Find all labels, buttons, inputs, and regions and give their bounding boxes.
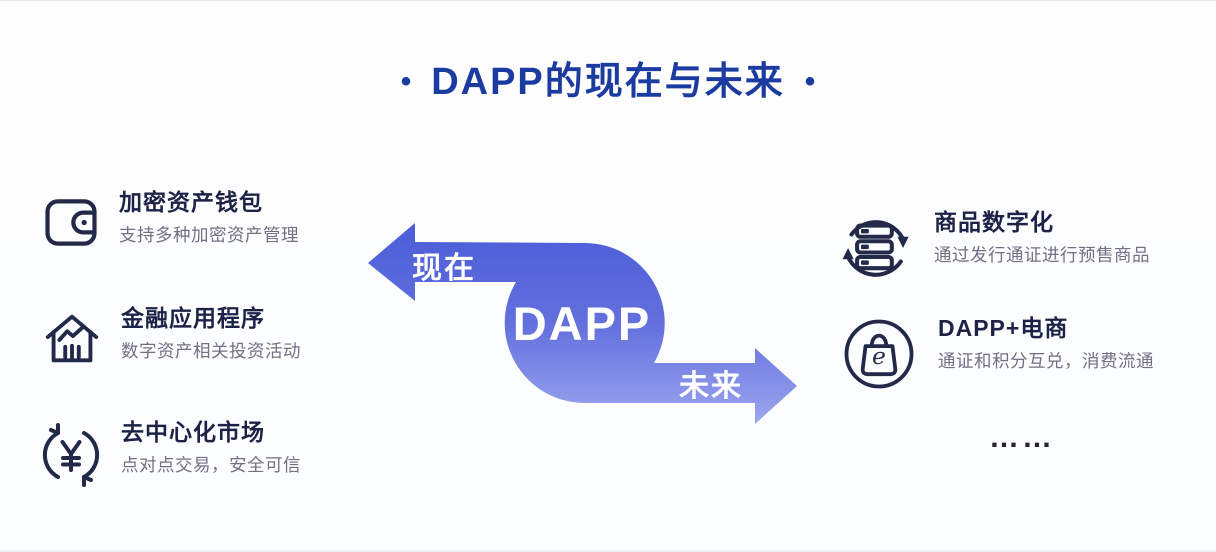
page-title-text: DAPP的现在与未来 [431, 61, 785, 103]
feature-title: 商品数字化 [934, 209, 1054, 235]
dapp-flow-diagram: 现在 DAPP 未来 [368, 223, 797, 424]
page-title: • DAPP的现在与未来 • [0, 63, 1216, 101]
server-cycle-icon [838, 211, 912, 285]
feature-title: 去中心化市场 [121, 419, 265, 445]
feature-subtitle: 通证和积分互兑，消费流通 [938, 351, 1154, 371]
now-arrow-label: 现在 [412, 252, 476, 285]
s-arrow-shape [368, 223, 797, 424]
title-left-dot: • [400, 65, 412, 98]
feature-title: DAPP+电商 [938, 315, 1069, 341]
wallet-icon [40, 191, 102, 253]
feature-financial-apps: 金融应用程序 数字资产相关投资活动 [40, 307, 301, 371]
feature-subtitle: 通过发行通证进行预售商品 [934, 245, 1150, 265]
future-arrow-label: 未来 [679, 370, 743, 403]
feature-product-digitization: 商品数字化 通过发行通证进行预售商品 [838, 211, 1150, 285]
feature-subtitle: 点对点交易，安全可信 [121, 455, 301, 475]
feature-decentralized-market: 去中心化市场 点对点交易，安全可信 [38, 421, 301, 487]
ecommerce-bag-icon: e [842, 317, 916, 391]
feature-dapp-ecommerce: e DAPP+电商 通证和积分互兑，消费流通 [842, 317, 1154, 391]
svg-text:e: e [872, 342, 886, 370]
feature-title: 金融应用程序 [121, 305, 265, 331]
dapp-center-label: DAPP [513, 297, 652, 350]
title-right-dot: • [804, 65, 816, 98]
yuan-cycle-icon [38, 421, 104, 487]
bank-chart-icon [40, 307, 104, 371]
more-ellipsis: …… [989, 421, 1055, 454]
feature-title: 加密资产钱包 [119, 189, 263, 215]
feature-subtitle: 支持多种加密资产管理 [119, 225, 299, 245]
feature-subtitle: 数字资产相关投资活动 [121, 341, 301, 361]
feature-crypto-wallet: 加密资产钱包 支持多种加密资产管理 [40, 191, 299, 253]
